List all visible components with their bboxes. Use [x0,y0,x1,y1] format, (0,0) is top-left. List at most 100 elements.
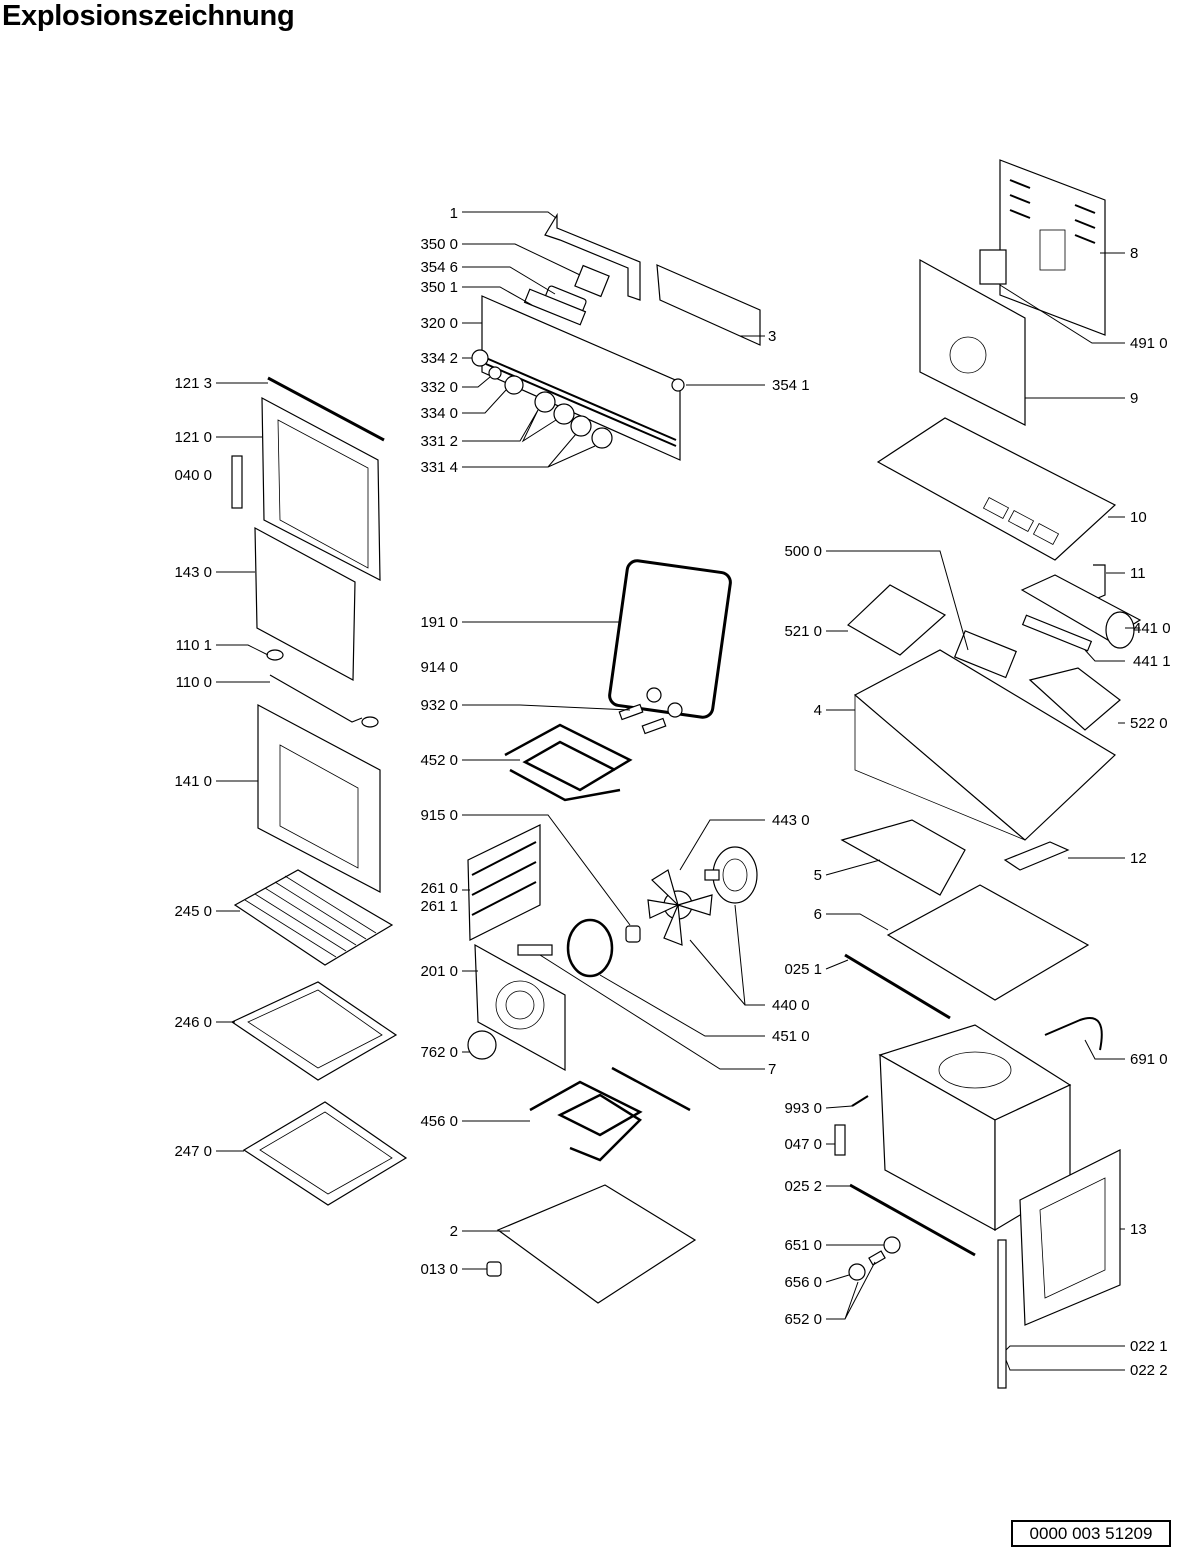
part-9-rear-wall [919,258,1026,426]
label-656-0: 656 0 [784,1274,822,1291]
label-452-0: 452 0 [420,752,458,769]
label-022-1: 022 1 [1130,1338,1168,1355]
part-10-top-plate [876,417,1117,561]
label-261-1: 261 1 [420,898,458,915]
label-331-2: 331 2 [420,433,458,450]
part-labels: 1 350 0 354 6 350 1 320 0 3 334 2 332 0 … [174,205,1170,1379]
part-651-0-knob [883,1236,901,1254]
label-456-0: 456 0 [420,1113,458,1130]
part-443-0-fan-motor [704,846,758,904]
part-331-4-knob-a [570,415,592,437]
leader-lines [216,211,1140,1371]
part-022-strip [997,1239,1007,1389]
label-993-0: 993 0 [784,1100,822,1117]
label-350-0: 350 0 [420,236,458,253]
part-440-0-fan [647,869,713,946]
label-8: 8 [1130,245,1138,262]
label-915-0: 915 0 [420,807,458,824]
part-320-0-fascia [481,295,681,461]
part-331-4-knob-b [591,427,613,449]
part-141-0-door-panel [257,704,381,893]
part-110-0-handle [269,674,363,723]
label-121-0: 121 0 [174,429,212,446]
part-247-0-baking-pan [242,1101,408,1206]
part-331-2-knob-b [553,403,575,425]
label-191-0: 191 0 [420,614,458,631]
part-334-2-knob [471,349,489,367]
label-521-0: 521 0 [784,623,822,640]
label-332-0: 332 0 [420,379,458,396]
part-7-clip [517,944,553,956]
part-932-0-spring [618,703,644,721]
label-914-0: 914 0 [420,659,458,676]
label-025-1: 025 1 [784,961,822,978]
document-number-box: 0000 003 51209 [1011,1520,1171,1547]
label-040-0: 040 0 [174,467,212,484]
part-334-0-knob [504,375,524,395]
label-354-6: 354 6 [420,259,458,276]
label-651-0: 651 0 [784,1237,822,1254]
label-141-0: 141 0 [174,773,212,790]
part-993-0-screw [851,1095,869,1107]
label-9: 9 [1130,390,1138,407]
part-456-0-lower-element [529,1080,643,1162]
label-11: 11 [1130,565,1146,582]
part-025-2-rail [849,1183,976,1257]
part-914-0-lamp [646,687,662,703]
part-12-bracket [1003,841,1070,871]
part-691-0-probe [1044,1017,1103,1051]
part-451-0-ring-heater [566,918,614,978]
part-191-0-gasket [608,559,732,719]
label-7: 7 [768,1061,776,1078]
part-441-0-tangential-fan [1020,574,1142,649]
label-246-0: 246 0 [174,1014,212,1031]
part-522-0-power-board [1028,667,1121,731]
label-932-0: 932 0 [420,697,458,714]
part-201-0-fan-cover [474,943,566,1072]
label-762-0: 762 0 [420,1044,458,1061]
part-13-side-panel [1019,1149,1121,1326]
part-656-0-knob [848,1263,866,1281]
label-143-0: 143 0 [174,564,212,581]
part-350-0-switch [574,264,610,298]
label-247-0: 247 0 [174,1143,212,1160]
part-3-plate [656,264,761,346]
part-6-panel [886,884,1090,1001]
part-047-0-hinge-plate [834,1124,846,1156]
part-521-0-control-board [847,584,947,656]
part-762-0-disc [467,1030,497,1060]
label-491-0: 491 0 [1130,335,1168,352]
label-025-2: 025 2 [784,1178,822,1195]
label-110-1: 110 1 [176,637,212,654]
part-8-back-cover [999,159,1106,336]
page-title: Explosionszeichnung [2,0,295,32]
part-drawings [230,159,1142,1389]
label-3: 3 [768,328,776,345]
part-040-0-hinge [231,455,243,509]
label-350-1: 350 1 [420,279,458,296]
label-013-0: 013 0 [420,1261,458,1278]
label-261-0: 261 0 [420,880,458,897]
part-491-0-transformer [979,249,1007,285]
part-246-0-tray [230,981,398,1081]
label-110-0: 110 0 [176,674,212,691]
part-500-0-relay [953,630,1017,679]
label-2: 2 [450,1223,458,1240]
part-332-0-knob-cap [488,366,502,380]
label-13: 13 [1130,1221,1147,1238]
label-121-3: 121 3 [174,375,212,392]
part-121-0-door-frame [261,396,381,581]
part-915-0-cap [625,925,641,943]
label-5: 5 [814,867,822,884]
label-440-0: 440 0 [772,997,810,1014]
label-334-2: 334 2 [420,350,458,367]
part-350-1-module [523,288,587,326]
part-013-0-foot [486,1261,502,1277]
label-354-1: 354 1 [772,377,810,394]
part-354-1-light [671,378,685,392]
part-025-1-rail [844,953,951,1020]
label-500-0: 500 0 [784,543,822,560]
label-6: 6 [814,906,822,923]
label-652-0: 652 0 [784,1311,822,1328]
